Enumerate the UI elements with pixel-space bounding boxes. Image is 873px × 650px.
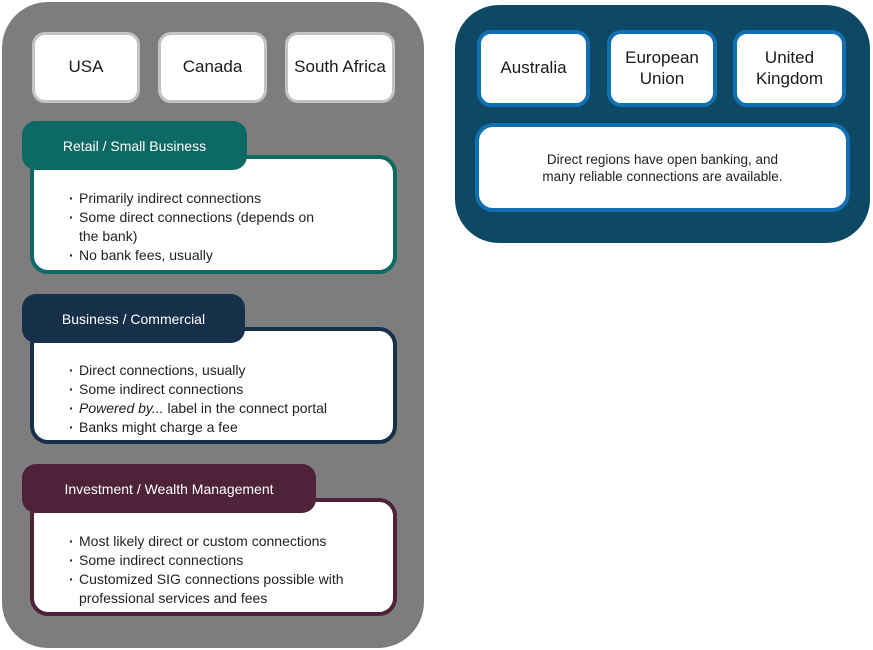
- country-label-australia: Australia: [500, 58, 567, 78]
- section-title: Retail / Small Business: [62, 137, 207, 154]
- section-body-investment-wealth: Most likely direct or custom connections…: [30, 498, 397, 616]
- panel-indirect-regions: USA Canada South Africa Retail / Small B…: [2, 2, 424, 648]
- country-box-european-union: European Union: [607, 30, 717, 107]
- bullet-item: Some indirect connections: [68, 380, 381, 399]
- section-body-retail-small-business: Primarily indirect connectionsSome direc…: [30, 155, 397, 274]
- country-label-european-union: European Union: [625, 48, 699, 88]
- country-box-canada: Canada: [158, 32, 267, 103]
- country-box-united-kingdom: United Kingdom: [733, 30, 846, 107]
- country-label-canada: Canada: [182, 57, 243, 77]
- section-header-retail-small-business: Retail / Small Business: [22, 121, 247, 170]
- country-box-south-africa: South Africa: [285, 32, 395, 103]
- section-body-business-commercial: Direct connections, usuallySome indirect…: [30, 327, 397, 444]
- bullet-item: Customized SIG connections possible with…: [68, 570, 381, 608]
- bullet-item: Direct connections, usually: [68, 361, 381, 380]
- country-label-usa: USA: [68, 57, 104, 77]
- bullet-list-retail: Primarily indirect connectionsSome direc…: [68, 189, 381, 265]
- bullet-item: Powered by... label in the connect porta…: [68, 399, 381, 418]
- bullet-item: Primarily indirect connections: [68, 189, 381, 208]
- country-box-australia: Australia: [477, 30, 590, 107]
- bullet-item: No bank fees, usually: [68, 246, 381, 265]
- section-title: Business / Commercial: [61, 310, 206, 327]
- bullet-list-business: Direct connections, usuallySome indirect…: [68, 361, 381, 437]
- section-title: Investment / Wealth Management: [64, 480, 274, 497]
- section-header-investment-wealth: Investment / Wealth Management: [22, 464, 316, 513]
- bullet-item: Some indirect connections: [68, 551, 381, 570]
- bullet-item: Most likely direct or custom connections: [68, 532, 381, 551]
- bullet-list-investment: Most likely direct or custom connections…: [68, 532, 381, 608]
- section-header-business-commercial: Business / Commercial: [22, 294, 245, 343]
- panel-direct-regions: Australia European Union United Kingdom …: [455, 5, 870, 243]
- country-label-south-africa: South Africa: [294, 57, 386, 77]
- bullet-item: Banks might charge a fee: [68, 418, 381, 437]
- country-box-usa: USA: [32, 32, 140, 103]
- country-label-united-kingdom: United Kingdom: [755, 48, 824, 88]
